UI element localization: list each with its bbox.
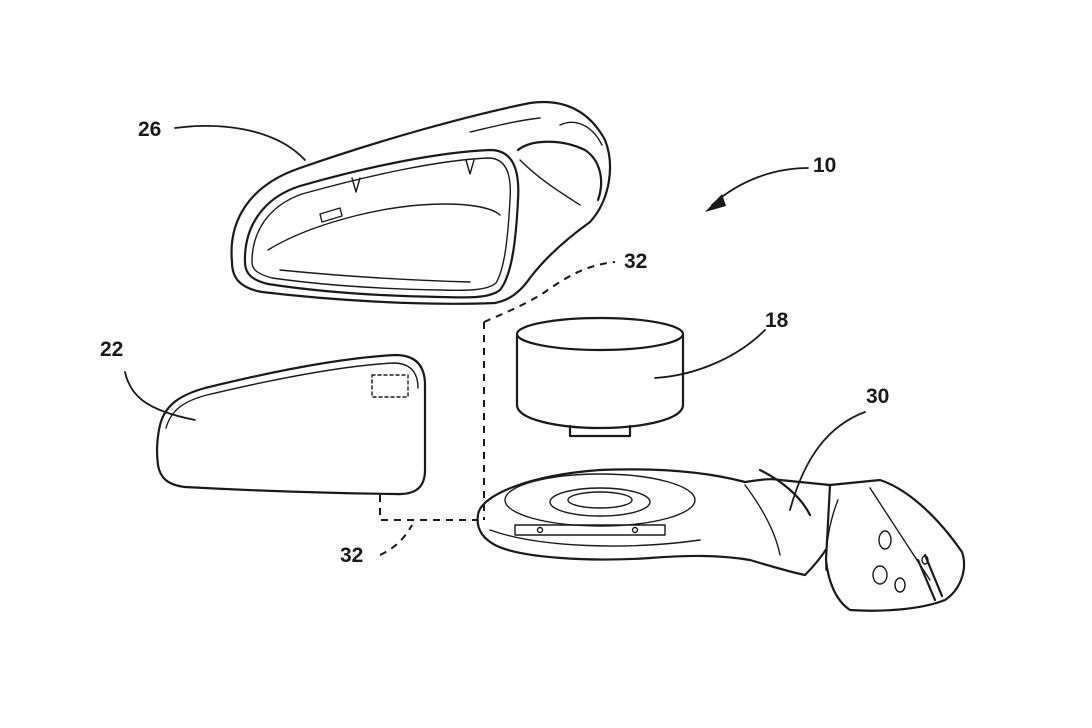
- label-mirror-glass: 22: [100, 338, 123, 361]
- label-base-bracket: 30: [866, 385, 889, 408]
- base-bracket: [476, 468, 966, 612]
- label-connection-upper: 32: [624, 250, 647, 273]
- label-housing-cover: 26: [138, 118, 161, 141]
- arrowhead-icon: [705, 194, 726, 212]
- label-connection-lower: 32: [340, 544, 363, 567]
- housing-cover: [230, 100, 612, 305]
- label-actuator: 18: [765, 309, 789, 332]
- actuator-cylinder: [515, 316, 685, 438]
- leader-lines: [124, 125, 866, 511]
- label-assembly: 10: [813, 154, 836, 177]
- mirror-glass: [155, 353, 427, 496]
- connection-lines: [379, 261, 616, 556]
